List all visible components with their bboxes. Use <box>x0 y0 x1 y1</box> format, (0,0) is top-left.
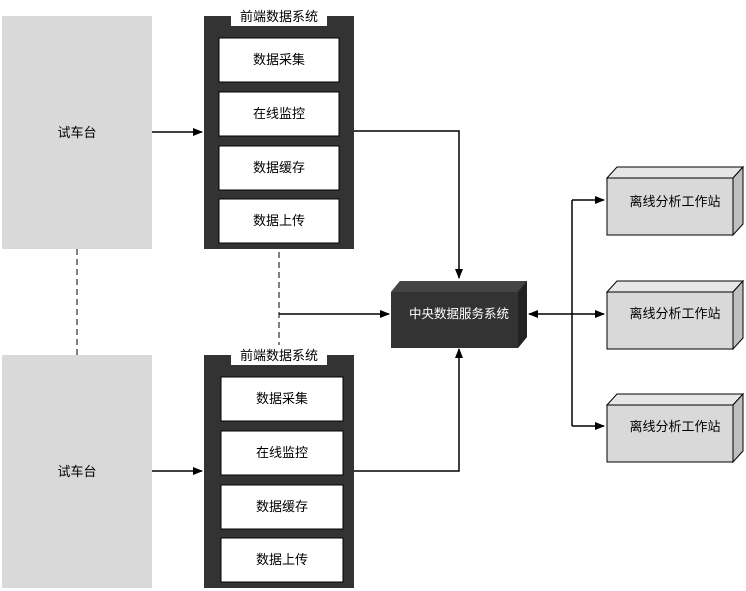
test-bench-1-label: 试车台 <box>57 125 96 141</box>
test-bench-1: 试车台 <box>2 16 152 249</box>
fs2-module-cache: 数据缓存 <box>256 500 308 515</box>
arrow-fs2-to-server <box>354 348 463 472</box>
fs1-module-monitor: 在线监控 <box>253 107 305 122</box>
fs1-module-upload: 数据上传 <box>253 214 305 229</box>
workstation-1: 离线分析工作站 <box>605 165 745 237</box>
central-server: 中央数据服务系统 <box>391 281 527 348</box>
workstation-1-label: 离线分析工作站 <box>629 194 720 210</box>
test-bench-2: 试车台 <box>2 355 152 588</box>
frontend-system-2-title: 前端数据系统 <box>240 348 318 364</box>
frontend-system-1-title: 前端数据系统 <box>240 9 318 25</box>
fs2-module-upload: 数据上传 <box>256 553 308 568</box>
fs1-module-cache: 数据缓存 <box>253 161 305 176</box>
frontend-system-2: 前端数据系统 数据采集 在线监控 数据缓存 数据上传 <box>204 345 354 588</box>
arrow-fs1-to-server <box>354 130 463 279</box>
fs2-module-collect: 数据采集 <box>256 391 308 407</box>
test-bench-2-label: 试车台 <box>57 464 96 480</box>
workstation-3-label: 离线分析工作站 <box>629 419 720 435</box>
central-server-label: 中央数据服务系统 <box>409 306 509 321</box>
workstation-2: 离线分析工作站 <box>605 279 745 351</box>
workstation-2-label: 离线分析工作站 <box>629 306 720 322</box>
fs2-module-monitor: 在线监控 <box>256 446 308 461</box>
frontend-system-1: 前端数据系统 数据采集 在线监控 数据缓存 数据上传 <box>204 6 354 249</box>
workstation-3: 离线分析工作站 <box>605 392 745 464</box>
fs1-module-collect: 数据采集 <box>253 52 305 68</box>
